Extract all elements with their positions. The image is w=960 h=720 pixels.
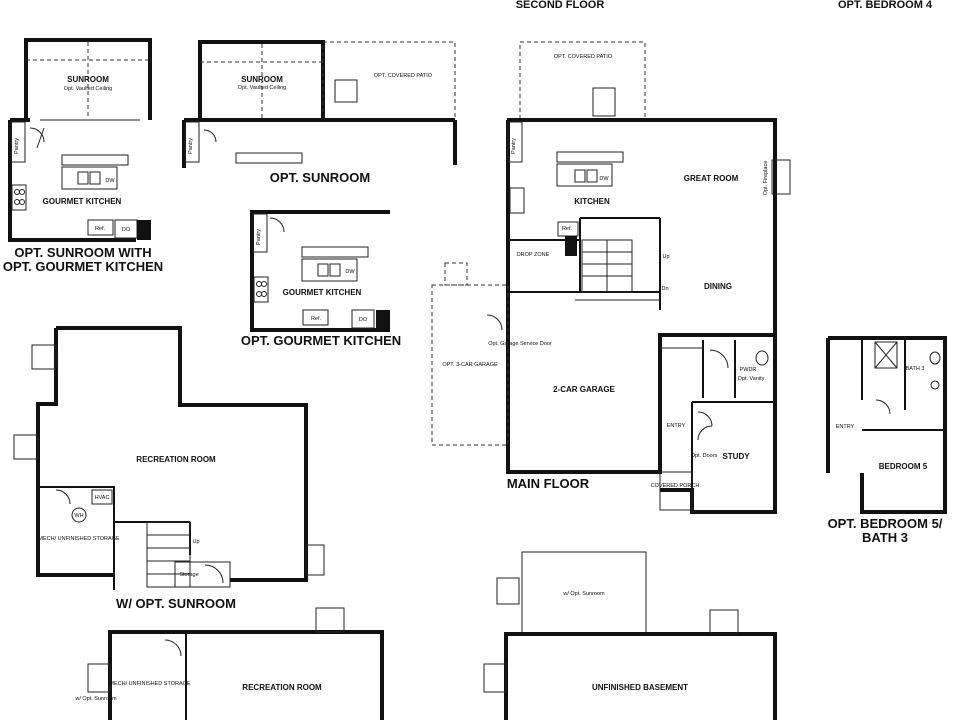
gourmet-kitchen-label-3: GOURMET KITCHEN [283,288,362,297]
rec-room-label: RECREATION ROOM [136,455,216,464]
pantry-label-3: Pantry [256,229,262,245]
unfinished-basement-label: UNFINISHED BASEMENT [592,683,688,692]
bedroom5-entry-label: ENTRY [836,424,855,430]
mech-storage-label-2: MECH/ UNFINISHED STORAGE [109,681,191,687]
bath3-label: BATH 3 [906,366,925,372]
plan-main-floor: OPT. COVERED PATIO [431,41,791,514]
plan-opt-gourmet-kitchen: GOURMET KITCHEN Pantry DW Ref. DO OPT. G… [241,210,401,348]
fridge-label: Ref. [95,226,106,232]
powder-label: PWDR [740,367,757,373]
opt-doors-label: Opt. Doors [691,453,718,459]
caption-sunroom-gourmet-2: OPT. GOURMET KITCHEN [3,259,163,274]
study-label: STUDY [722,452,750,461]
caption-bedroom5-2: BATH 3 [862,530,908,545]
caption-opt-sunroom: OPT. SUNROOM [270,170,370,185]
gourmet-kitchen-label: GOURMET KITCHEN [43,197,122,206]
plan-bedroom-5: ENTRY BATH 3 BEDROOM 5 OPT. BEDROOM 5/ B… [826,336,947,545]
w-sunroom-label-2: w/ Opt. Sunroom [562,591,605,597]
patio-label: OPT. COVERED PATIO [554,54,613,60]
service-door-label: Opt. Garage Service Door [488,341,552,347]
stairs-up-label: Up [662,254,669,260]
hvac-label: HVAC [95,495,110,501]
stairs-down-label: Dn [661,286,668,292]
second-floor-header: SECOND FLOOR [516,0,605,11]
main-ref-label: Ref. [562,226,573,232]
sunroom-wall [24,38,152,120]
main-kitchen-label: KITCHEN [574,197,610,206]
dishwasher-label: DW [105,178,115,184]
fridge-label-3: Ref. [311,316,322,322]
vaulted-ceiling-label: Opt. Vaulted Ceiling [64,86,113,92]
basement-up-label: Up [192,539,199,545]
drop-zone-label: DROP ZONE [517,252,550,258]
dishwasher-label-3: DW [345,269,355,275]
two-car-garage-label: 2-CAR GARAGE [553,385,615,394]
caption-sunroom-gourmet-1: OPT. SUNROOM WITH [14,245,151,260]
sunroom-label: SUNROOM [67,75,109,84]
plan-basement-unfinished: w/ Opt. Sunroom UNFINISHED BASEMENT [483,551,777,720]
covered-patio-label: OPT. COVERED PATIO [374,73,433,79]
plan-basement-rec: MECH/ UNFINISHED STORAGE RECREATION ROOM… [74,607,384,720]
double-oven-label: DO [122,227,131,233]
plan-opt-sunroom: SUNROOM Opt. Vaulted Ceiling OPT. COVERE… [182,40,457,185]
dining-label: DINING [704,282,732,291]
sunroom-label-2: SUNROOM [241,75,283,84]
opt-bedroom-4-header: OPT. BEDROOM 4 [838,0,933,11]
pantry-label: Pantry [14,138,20,154]
main-pantry-label: Pantry [511,138,517,154]
bedroom5-label: BEDROOM 5 [879,462,928,471]
vaulted-ceiling-label-2: Opt. Vaulted Ceiling [238,85,287,91]
pantry-label-2: Pantry [188,138,194,154]
double-oven-label-3: DO [359,317,368,323]
great-room-label: GREAT ROOM [684,174,739,183]
fireplace-label: Opt. Fireplace [763,161,769,196]
plan-sunroom-gourmet-kitchen: SUNROOM Opt. Vaulted Ceiling GOURMET KIT… [3,38,163,274]
rec-room-label-2: RECREATION ROOM [242,683,322,692]
caption-opt-gourmet-kitchen: OPT. GOURMET KITCHEN [241,333,401,348]
entry-label: ENTRY [667,423,686,429]
main-dw-label: DW [599,176,609,182]
storage-label: Storage [179,572,198,578]
opt-3car-label: OPT. 3-CAR GARAGE [442,362,498,368]
covered-porch-label: COVERED PORCH [651,483,700,489]
caption-main-floor: MAIN FLOOR [507,476,590,491]
caption-bedroom5-1: OPT. BEDROOM 5/ [828,516,943,531]
plan-basement-sunroom: RECREATION ROOM MECH/ UNFINISHED STORAGE… [13,326,325,611]
vanity-label: Opt. Vanity [738,376,765,382]
w-sunroom-label: w/ Opt. Sunroom [74,696,117,702]
caption-basement-sunroom: W/ OPT. SUNROOM [116,596,236,611]
water-heater-label: WH [74,513,83,519]
mech-storage-label: MECH/ UNFINISHED STORAGE [38,536,120,542]
